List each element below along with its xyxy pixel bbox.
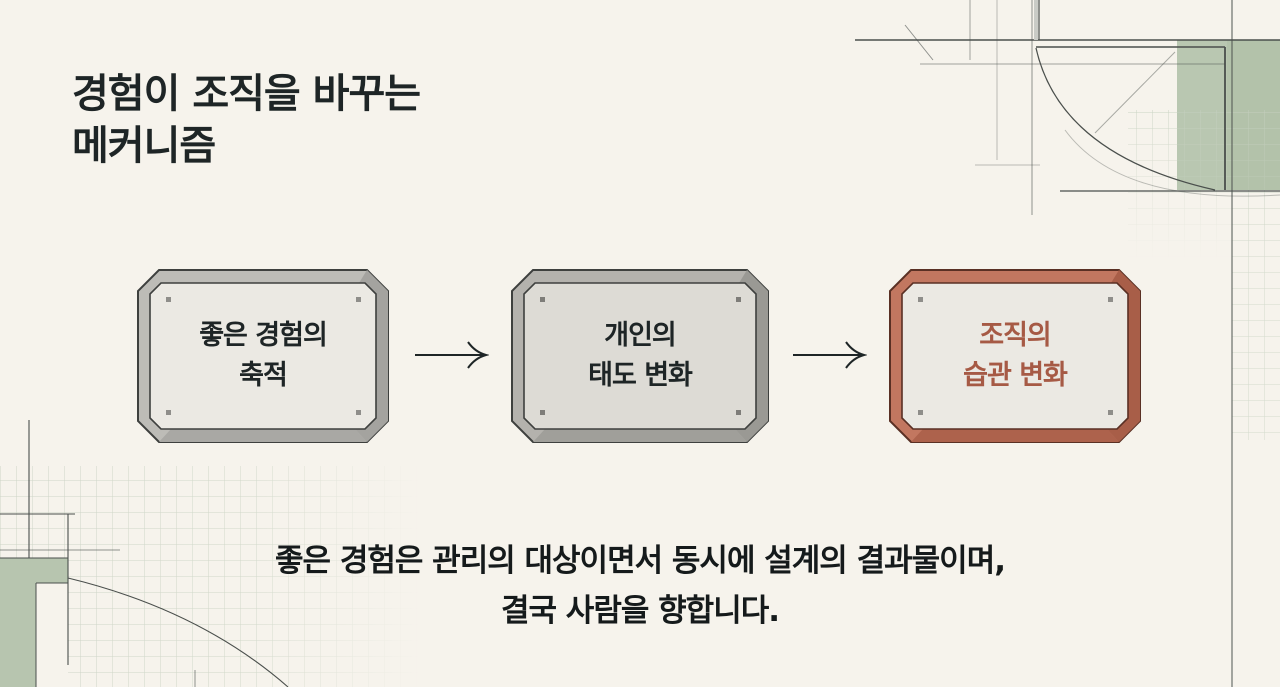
- flow-step-organizational-habit: 조직의 습관 변화: [889, 269, 1141, 443]
- step-label-line-1: 조직의: [979, 320, 1052, 351]
- summary-line-2: 결국 사람을 향합니다.: [500, 593, 780, 629]
- card-frame: [889, 269, 1141, 443]
- card-frame: [137, 269, 389, 443]
- step-label-line-2: 태도 변화: [588, 360, 693, 391]
- step-label-line-2: 습관 변화: [963, 360, 1068, 391]
- summary-line-1: 좋은 경험은 관리의 대상이면서 동시에 설계의 결과물이며,: [274, 543, 1006, 579]
- arrow-right-icon: [793, 341, 867, 369]
- title-line-2: 메커니즘: [72, 123, 216, 169]
- summary-statement: 좋은 경험은 관리의 대상이면서 동시에 설계의 결과물이며, 결국 사람을 향…: [0, 536, 1280, 636]
- title-line-1: 경험이 조직을 바꾸는: [72, 71, 421, 117]
- flow-step-good-experience: 좋은 경험의 축적: [137, 269, 389, 443]
- arrow-right-icon: [415, 341, 489, 369]
- page-title: 경험이 조직을 바꾸는 메커니즘: [72, 68, 421, 172]
- sage-panel-top-right: [1177, 40, 1280, 190]
- step-label-line-1: 개인의: [604, 320, 677, 351]
- step-label-line-1: 좋은 경험의: [199, 320, 328, 351]
- flow-step-individual-attitude: 개인의 태도 변화: [511, 269, 769, 443]
- step-label-line-2: 축적: [239, 360, 288, 391]
- card-frame: [511, 269, 769, 443]
